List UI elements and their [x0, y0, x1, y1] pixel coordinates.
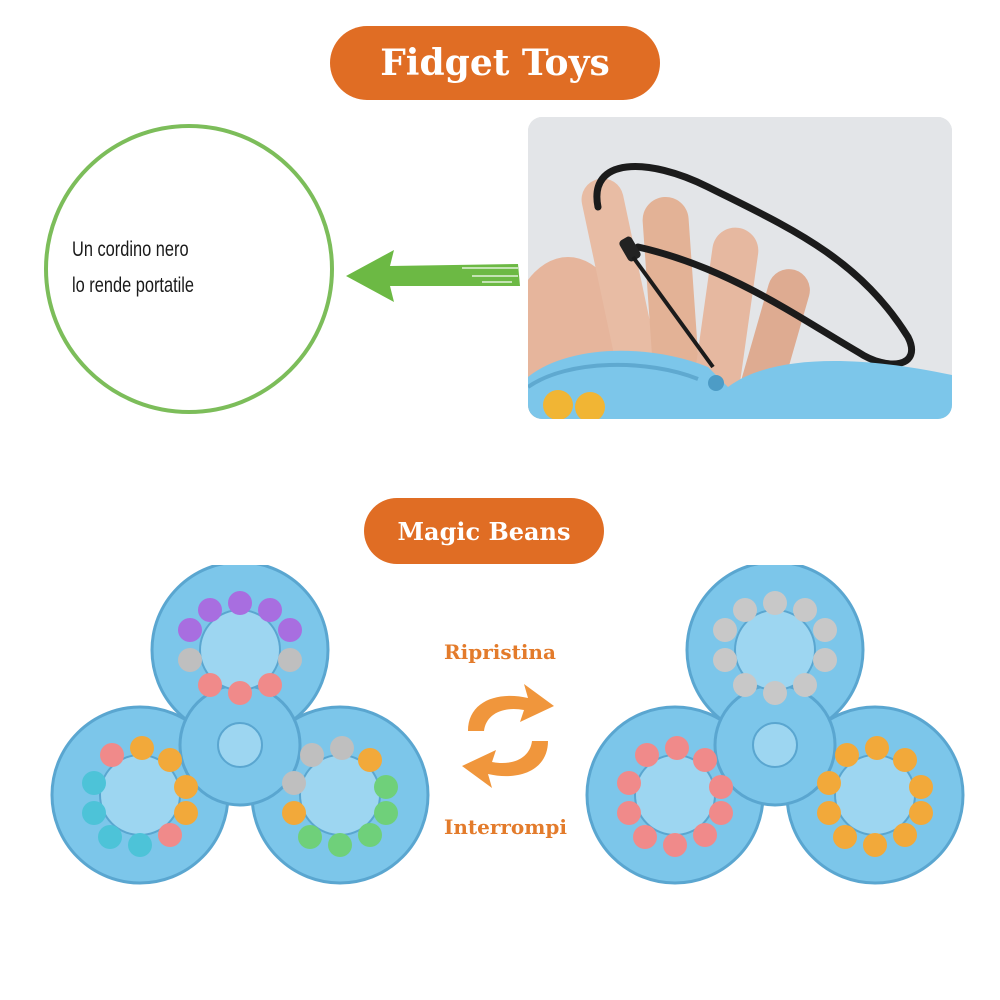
callout-circle	[44, 124, 334, 414]
mixed-fidget-toy-image	[50, 565, 430, 885]
sorted-fidget-toy-image	[585, 565, 965, 885]
callout-line-1: Un cordino nero	[72, 238, 189, 261]
cycle-arrows-icon	[462, 684, 554, 788]
break-label: Interrompi	[444, 815, 568, 839]
arrow-left-icon	[346, 250, 520, 302]
reset-label: Ripristina	[444, 640, 556, 664]
callout-line-2: lo rende portatile	[72, 274, 195, 297]
lanyard-photo	[528, 117, 952, 419]
section-title: Magic Beans	[397, 516, 571, 546]
callout-text: Un cordino nero lo rende portatile	[72, 232, 194, 304]
page-title: Fidget Toys	[380, 42, 610, 84]
hand-with-lanyard-image	[528, 117, 952, 419]
section-badge: Magic Beans	[364, 498, 604, 564]
title-badge: Fidget Toys	[330, 26, 660, 100]
